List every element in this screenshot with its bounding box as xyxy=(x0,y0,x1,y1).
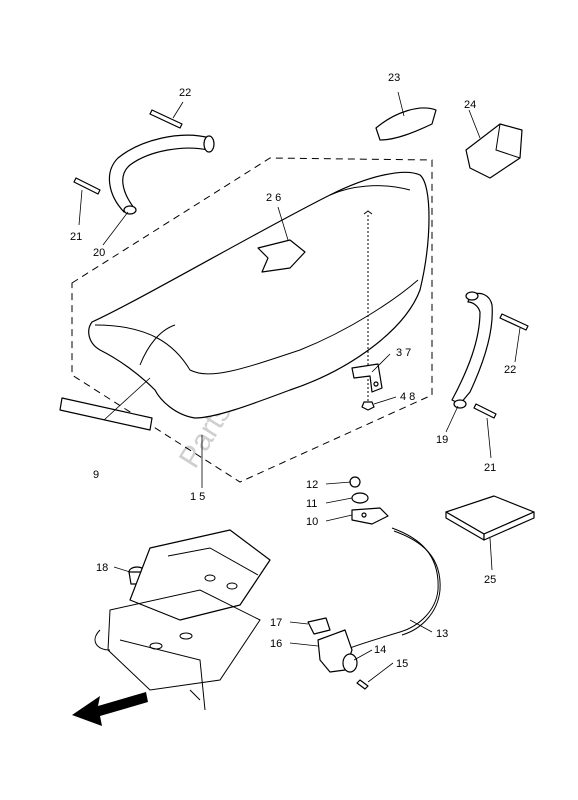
callout-16: 16 xyxy=(270,638,282,650)
seat-strap-strip[interactable] xyxy=(59,397,153,431)
leader-20 xyxy=(102,211,129,246)
leader-21b xyxy=(486,417,492,459)
callout-20: 20 xyxy=(93,247,105,259)
bracket-hole-icon xyxy=(373,381,379,387)
leader-48 xyxy=(373,396,397,405)
callout-13: 13 xyxy=(436,628,448,640)
bolt-21-top[interactable] xyxy=(73,177,101,195)
leader-23 xyxy=(397,91,405,117)
callout-17: 17 xyxy=(270,617,282,629)
cover-fold xyxy=(495,123,521,159)
leader-16 xyxy=(289,642,319,647)
callout-15: 1 5 xyxy=(190,491,205,503)
leader-13 xyxy=(409,619,433,633)
leader-21a xyxy=(78,189,83,226)
leader-17 xyxy=(289,621,309,625)
owners-manual[interactable] xyxy=(445,495,535,541)
callout-11: 11 xyxy=(306,498,317,510)
seat-lock-cable[interactable] xyxy=(349,527,439,649)
bolt-22-top[interactable] xyxy=(149,109,183,129)
callout-19: 19 xyxy=(436,434,448,446)
callout-18: 18 xyxy=(96,562,108,574)
callout-22a: 22 xyxy=(179,87,191,99)
bolt-22-right[interactable] xyxy=(499,313,529,331)
bolt-21-right[interactable] xyxy=(473,403,497,419)
seat-hook-icon xyxy=(363,210,373,215)
callout-37: 3 7 xyxy=(396,347,411,359)
callout-21b: 21 xyxy=(484,462,496,474)
leader-12 xyxy=(325,481,352,485)
callout-26: 2 6 xyxy=(266,192,281,204)
leader-18 xyxy=(113,566,131,573)
seat[interactable] xyxy=(88,171,430,419)
callout-9: 9 xyxy=(93,469,99,481)
seat-nut[interactable] xyxy=(361,401,375,411)
front-direction-arrow-icon xyxy=(72,692,148,726)
seat-lock[interactable] xyxy=(307,617,369,690)
rear-frame xyxy=(94,529,271,711)
leader-22b xyxy=(514,327,521,363)
callout-21a: 21 xyxy=(70,231,82,243)
leader-19 xyxy=(445,405,459,433)
callout-14: 14 xyxy=(374,644,386,656)
leader-14 xyxy=(353,649,373,661)
callout-22b: 22 xyxy=(504,364,516,376)
grab-handle-right[interactable] xyxy=(451,291,493,409)
callout-24: 24 xyxy=(464,99,476,111)
grab-handle-left[interactable] xyxy=(108,134,215,215)
callout-10: 10 xyxy=(306,516,318,528)
callout-15c: 15 xyxy=(396,658,408,670)
seat-bracket[interactable] xyxy=(351,363,383,393)
callout-12: 12 xyxy=(306,479,318,491)
callout-25: 25 xyxy=(484,574,496,586)
seat-pad[interactable] xyxy=(375,107,437,141)
cable-inner xyxy=(393,530,441,636)
leader-9 xyxy=(103,377,151,421)
leader-26 xyxy=(277,206,289,241)
callout-48: 4 8 xyxy=(400,391,415,403)
leader-37 xyxy=(371,353,391,373)
seat-assembly-outline xyxy=(71,157,433,483)
leader-10 xyxy=(325,514,353,522)
leader-11 xyxy=(325,497,353,504)
callout-23: 23 xyxy=(388,72,400,84)
leader-25 xyxy=(489,537,493,571)
seat-lock-assembly[interactable] xyxy=(349,476,389,525)
leader-22a xyxy=(172,101,184,119)
leader-15b xyxy=(367,662,394,683)
seat-cover-cup[interactable] xyxy=(465,123,523,179)
leader-24 xyxy=(468,109,481,139)
